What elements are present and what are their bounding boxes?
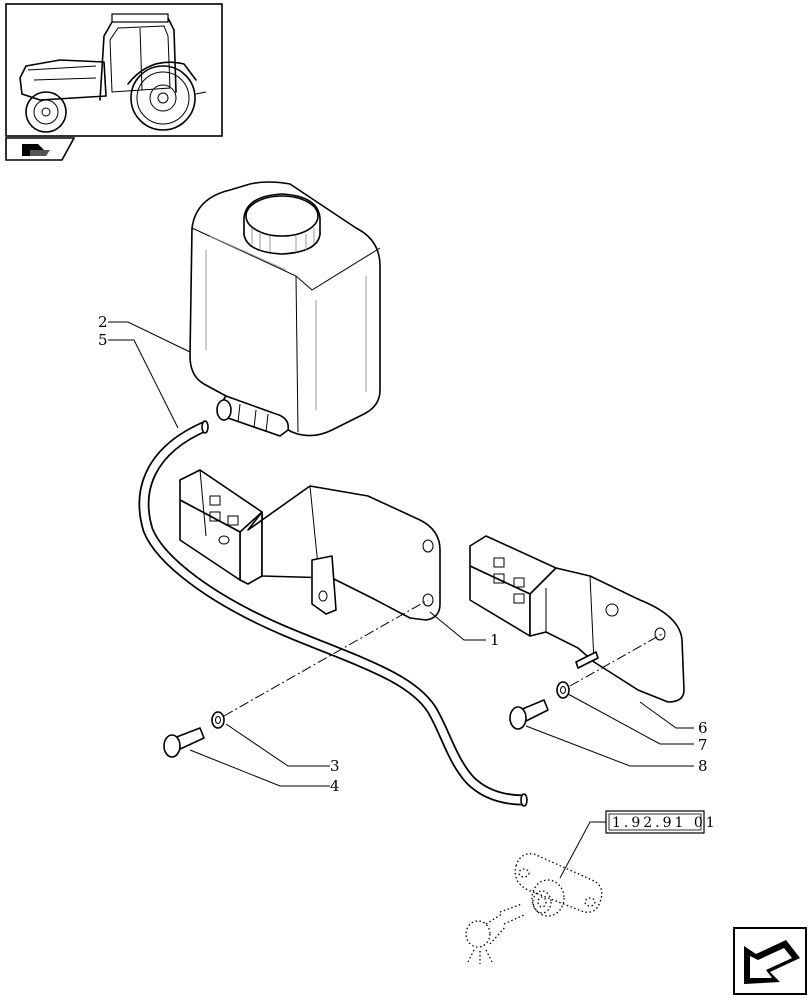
washer-reservoir-tank: [189, 181, 381, 437]
callout-4: 4: [330, 777, 340, 795]
screw-7-8: [509, 651, 599, 730]
screw-3-4: [163, 711, 225, 758]
leader-lines: [108, 321, 694, 879]
callout-3: 3: [330, 757, 340, 775]
reference-box[interactable]: 1.92.91 01: [605, 810, 718, 834]
mounting-bracket-6: [469, 535, 685, 703]
next-page-arrow-icon[interactable]: [733, 927, 807, 995]
washer-hose: [138, 420, 528, 807]
reference-label: 1.92.91 01: [612, 815, 718, 831]
mounting-bracket-1: [179, 469, 441, 621]
lamp-holder-reference: [465, 853, 603, 964]
callout-5: 5: [98, 331, 108, 349]
callout-2: 2: [98, 313, 108, 331]
section-marker-icon: [5, 137, 76, 161]
tractor-thumbnail-icon: [5, 3, 223, 137]
assembly-axis-line-1: [223, 599, 429, 717]
callout-6: 6: [698, 719, 708, 737]
callout-7: 7: [698, 736, 708, 754]
callout-8: 8: [698, 757, 708, 775]
callout-1: 1: [490, 631, 500, 649]
